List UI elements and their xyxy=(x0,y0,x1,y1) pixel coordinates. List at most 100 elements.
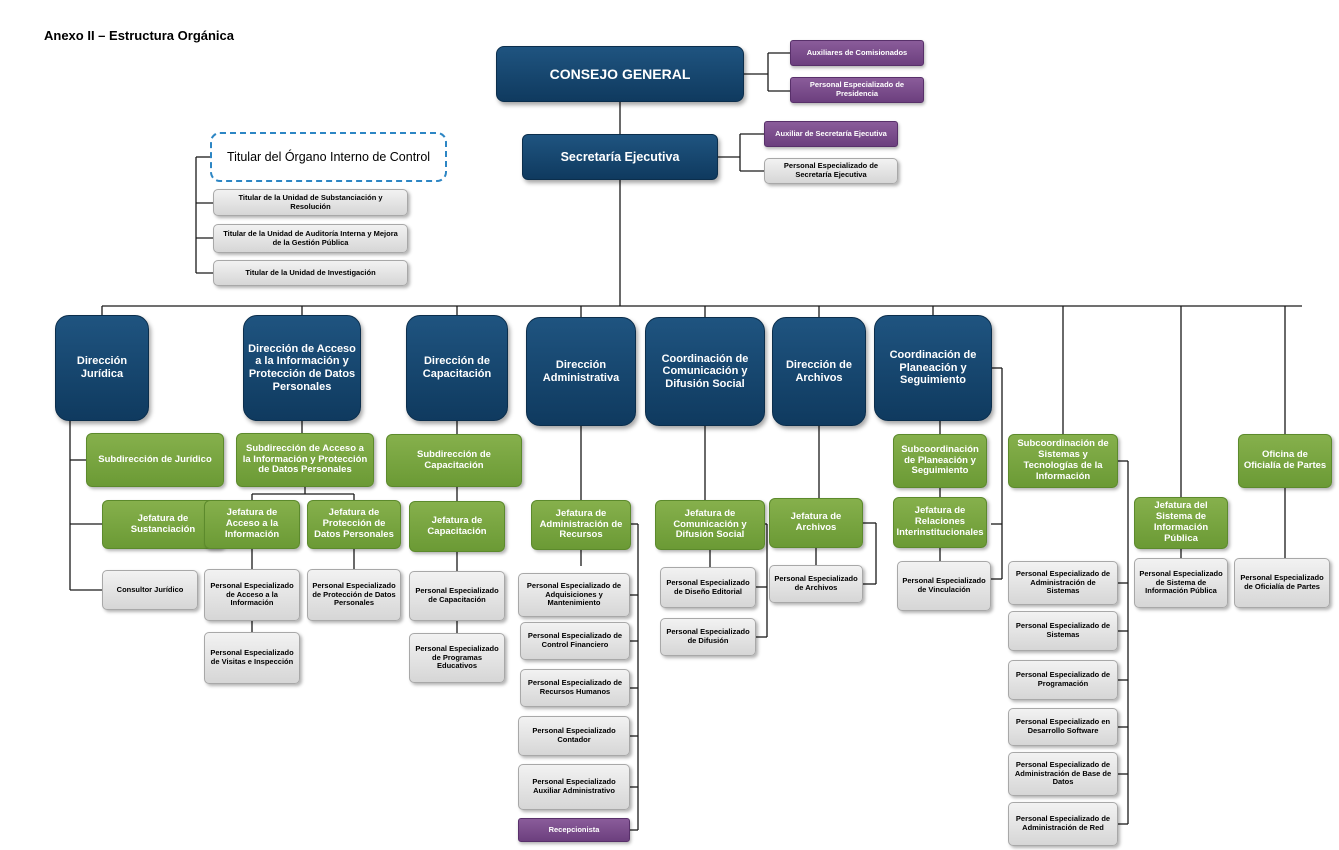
direccion-acceso-label: Dirección de Acceso a la Información y P… xyxy=(248,342,356,393)
coordinacion-planeacion-box: Coordinación de Planeación y Seguimiento xyxy=(874,315,992,421)
gray-box-label: Personal Especializado de Administración… xyxy=(1014,760,1112,787)
direccion-juridica-box: Dirección Jurídica xyxy=(55,315,149,421)
gray-box-label: Personal Especializado de Sistemas xyxy=(1015,621,1111,639)
consultor-juridico-box: Consultor Jurídico xyxy=(102,570,198,610)
pe-base-datos-box: Personal Especializado de Administración… xyxy=(1008,752,1118,796)
pe-diseno-editorial-box: Personal Especializado de Diseño Editori… xyxy=(660,567,756,608)
oic-item-auditoria: Titular de la Unidad de Auditoría Intern… xyxy=(213,224,408,253)
gray-box-label: Personal Especializado de Visitas e Insp… xyxy=(210,648,294,666)
subdireccion-juridico-box: Subdirección de Jurídico xyxy=(86,433,224,487)
green-box-label: Jefatura de Capacitación xyxy=(427,514,487,537)
pe-recursos-humanos-box: Personal Especializado de Recursos Human… xyxy=(520,669,630,707)
jefatura-capacitacion-box: Jefatura de Capacitación xyxy=(409,501,505,552)
direccion-capacitacion-box: Dirección de Capacitación xyxy=(406,315,508,421)
green-box-label: Subdirección de Capacitación xyxy=(417,448,491,471)
gray-box-label: Personal Especializado de Vinculación xyxy=(902,576,986,594)
green-box-label: Subcoordinación de Sistemas y Tecnología… xyxy=(1017,438,1109,482)
gray-box-label: Personal Especializado de Programación xyxy=(1015,670,1111,688)
pe-sistema-informacion-box: Personal Especializado de Sistema de Inf… xyxy=(1134,558,1228,608)
recepcionista-box: Recepcionista xyxy=(518,818,630,842)
pe-auxiliar-administrativo-box: Personal Especializado Auxiliar Administ… xyxy=(518,764,630,810)
pe-difusion-box: Personal Especializado de Difusión xyxy=(660,618,756,656)
direccion-archivos-box: Dirección de Archivos xyxy=(772,317,866,426)
subdireccion-acceso-box: Subdirección de Acceso a la Información … xyxy=(236,433,374,487)
gray-box-label: Personal Especializado de Sistema de Inf… xyxy=(1139,569,1223,596)
personal-presidencia-box: Personal Especializado de Presidencia xyxy=(790,77,924,103)
gray-box-label: Personal Especializado de Diseño Editori… xyxy=(666,577,750,596)
subdireccion-capacitacion-box: Subdirección de Capacitación xyxy=(386,434,522,487)
direccion-capacitacion-label: Dirección de Capacitación xyxy=(422,355,492,380)
personal-presidencia-label: Personal Especializado de Presidencia xyxy=(809,80,905,98)
green-box-label: Jefatura de Protección de Datos Personal… xyxy=(314,507,394,540)
pe-capacitacion-box: Personal Especializado de Capacitación xyxy=(409,571,505,621)
gray-box-label: Personal Especializado de Capacitación xyxy=(415,586,499,604)
green-box-label: Subcoordinación de Planeación y Seguimie… xyxy=(901,443,979,477)
purple-box-label: Recepcionista xyxy=(548,824,600,834)
green-box-label: Jefatura de Relaciones Interinstituciona… xyxy=(896,505,984,538)
gray-box-label: Personal Especializado de Oficialía de P… xyxy=(1240,573,1324,591)
gray-box-label: Personal Especializado Contador xyxy=(532,726,616,744)
pe-vinculacion-box: Personal Especializado de Vinculación xyxy=(897,561,991,611)
pe-administracion-red-box: Personal Especializado de Administración… xyxy=(1008,802,1118,846)
gray-box-label: Personal Especializado de Administración… xyxy=(1015,814,1111,832)
direccion-archivos-label: Dirección de Archivos xyxy=(785,358,853,384)
oic-item-investigacion: Titular de la Unidad de Investigación xyxy=(213,260,408,286)
jefatura-relaciones-box: Jefatura de Relaciones Interinstituciona… xyxy=(893,497,987,548)
direccion-acceso-box: Dirección de Acceso a la Información y P… xyxy=(243,315,361,421)
pe-control-financiero-box: Personal Especializado de Control Financ… xyxy=(520,622,630,660)
gray-box-label: Personal Especializado de Protección de … xyxy=(312,581,396,608)
personal-secretaria-box: Personal Especializado de Secretaría Eje… xyxy=(764,158,898,184)
secretaria-ejecutiva-box: Secretaría Ejecutiva xyxy=(522,134,718,180)
gray-box-label: Personal Especializado de Adquisiciones … xyxy=(526,581,622,608)
gray-box-label: Personal Especializado en Desarrollo Sof… xyxy=(1015,717,1111,735)
pe-archivos-box: Personal Especializado de Archivos xyxy=(769,565,863,603)
green-box-label: Jefatura de Comunicación y Difusión Soci… xyxy=(673,507,747,541)
pe-sistemas-box: Personal Especializado de Sistemas xyxy=(1008,611,1118,651)
jefatura-sistema-informacion-box: Jefatura del Sistema de Información Públ… xyxy=(1134,497,1228,549)
green-box-label: Jefatura de Archivos xyxy=(790,511,842,533)
pe-programacion-box: Personal Especializado de Programación xyxy=(1008,660,1118,700)
personal-secretaria-label: Personal Especializado de Secretaría Eje… xyxy=(783,161,879,179)
pe-proteccion-box: Personal Especializado de Protección de … xyxy=(307,569,401,621)
green-box-label: Jefatura de Sustanciación xyxy=(130,512,196,535)
subcoordinacion-planeacion-box: Subcoordinación de Planeación y Seguimie… xyxy=(893,434,987,488)
pe-desarrollo-software-box: Personal Especializado en Desarrollo Sof… xyxy=(1008,708,1118,746)
auxiliar-secretaria-label: Auxiliar de Secretaría Ejecutiva xyxy=(775,128,887,138)
subcoordinacion-sistemas-box: Subcoordinación de Sistemas y Tecnología… xyxy=(1008,434,1118,488)
gray-box-label: Personal Especializado de Difusión xyxy=(666,627,750,645)
secretaria-ejecutiva-label: Secretaría Ejecutiva xyxy=(560,149,680,164)
auxiliares-comisionados-label: Auxiliares de Comisionados xyxy=(806,47,908,57)
pe-administracion-sistemas-box: Personal Especializado de Administración… xyxy=(1008,561,1118,605)
coordinacion-planeacion-label: Coordinación de Planeación y Seguimiento xyxy=(889,349,977,387)
green-box-label: Jefatura de Administración de Recursos xyxy=(539,507,623,541)
pe-oficialia-box: Personal Especializado de Oficialía de P… xyxy=(1234,558,1330,608)
oic-item-label: Titular de la Unidad de Investigación xyxy=(245,267,376,277)
green-box-label: Jefatura del Sistema de Información Públ… xyxy=(1153,500,1209,544)
gray-box-label: Personal Especializado de Programas Educ… xyxy=(415,644,499,671)
green-box-label: Oficina de Oficialía de Partes xyxy=(1243,449,1327,471)
consejo-general-box: CONSEJO GENERAL xyxy=(496,46,744,102)
gray-box-label: Personal Especializado Auxiliar Administ… xyxy=(532,777,616,795)
jefatura-proteccion-box: Jefatura de Protección de Datos Personal… xyxy=(307,500,401,549)
consejo-general-label: CONSEJO GENERAL xyxy=(549,65,691,82)
oic-item-substanciacion: Titular de la Unidad de Substanciación y… xyxy=(213,189,408,216)
gray-box-label: Personal Especializado de Recursos Human… xyxy=(527,678,623,696)
gray-box-label: Consultor Jurídico xyxy=(116,584,184,594)
direccion-administrativa-label: Dirección Administrativa xyxy=(542,358,620,384)
jefatura-acceso-box: Jefatura de Acceso a la Información xyxy=(204,500,300,549)
jefatura-comunicacion-box: Jefatura de Comunicación y Difusión Soci… xyxy=(655,500,765,550)
gray-box-label: Personal Especializado de Archivos xyxy=(774,574,858,592)
green-box-label: Subdirección de Acceso a la Información … xyxy=(242,442,368,476)
auxiliares-comisionados-box: Auxiliares de Comisionados xyxy=(790,40,924,66)
titular-oic-box: Titular del Órgano Interno de Control xyxy=(210,132,447,182)
gray-box-label: Personal Especializado de Acceso a la In… xyxy=(210,581,294,608)
oficina-oficialia-box: Oficina de Oficialía de Partes xyxy=(1238,434,1332,488)
page-title: Anexo II – Estructura Orgánica xyxy=(44,28,235,43)
oic-item-label: Titular de la Unidad de Auditoría Intern… xyxy=(223,228,398,247)
coordinacion-comunicacion-box: Coordinación de Comunicación y Difusión … xyxy=(645,317,765,426)
pe-acceso-box: Personal Especializado de Acceso a la In… xyxy=(204,569,300,621)
oic-item-label: Titular de la Unidad de Substanciación y… xyxy=(238,192,383,211)
direccion-administrativa-box: Dirección Administrativa xyxy=(526,317,636,426)
direccion-juridica-label: Dirección Jurídica xyxy=(76,355,128,380)
